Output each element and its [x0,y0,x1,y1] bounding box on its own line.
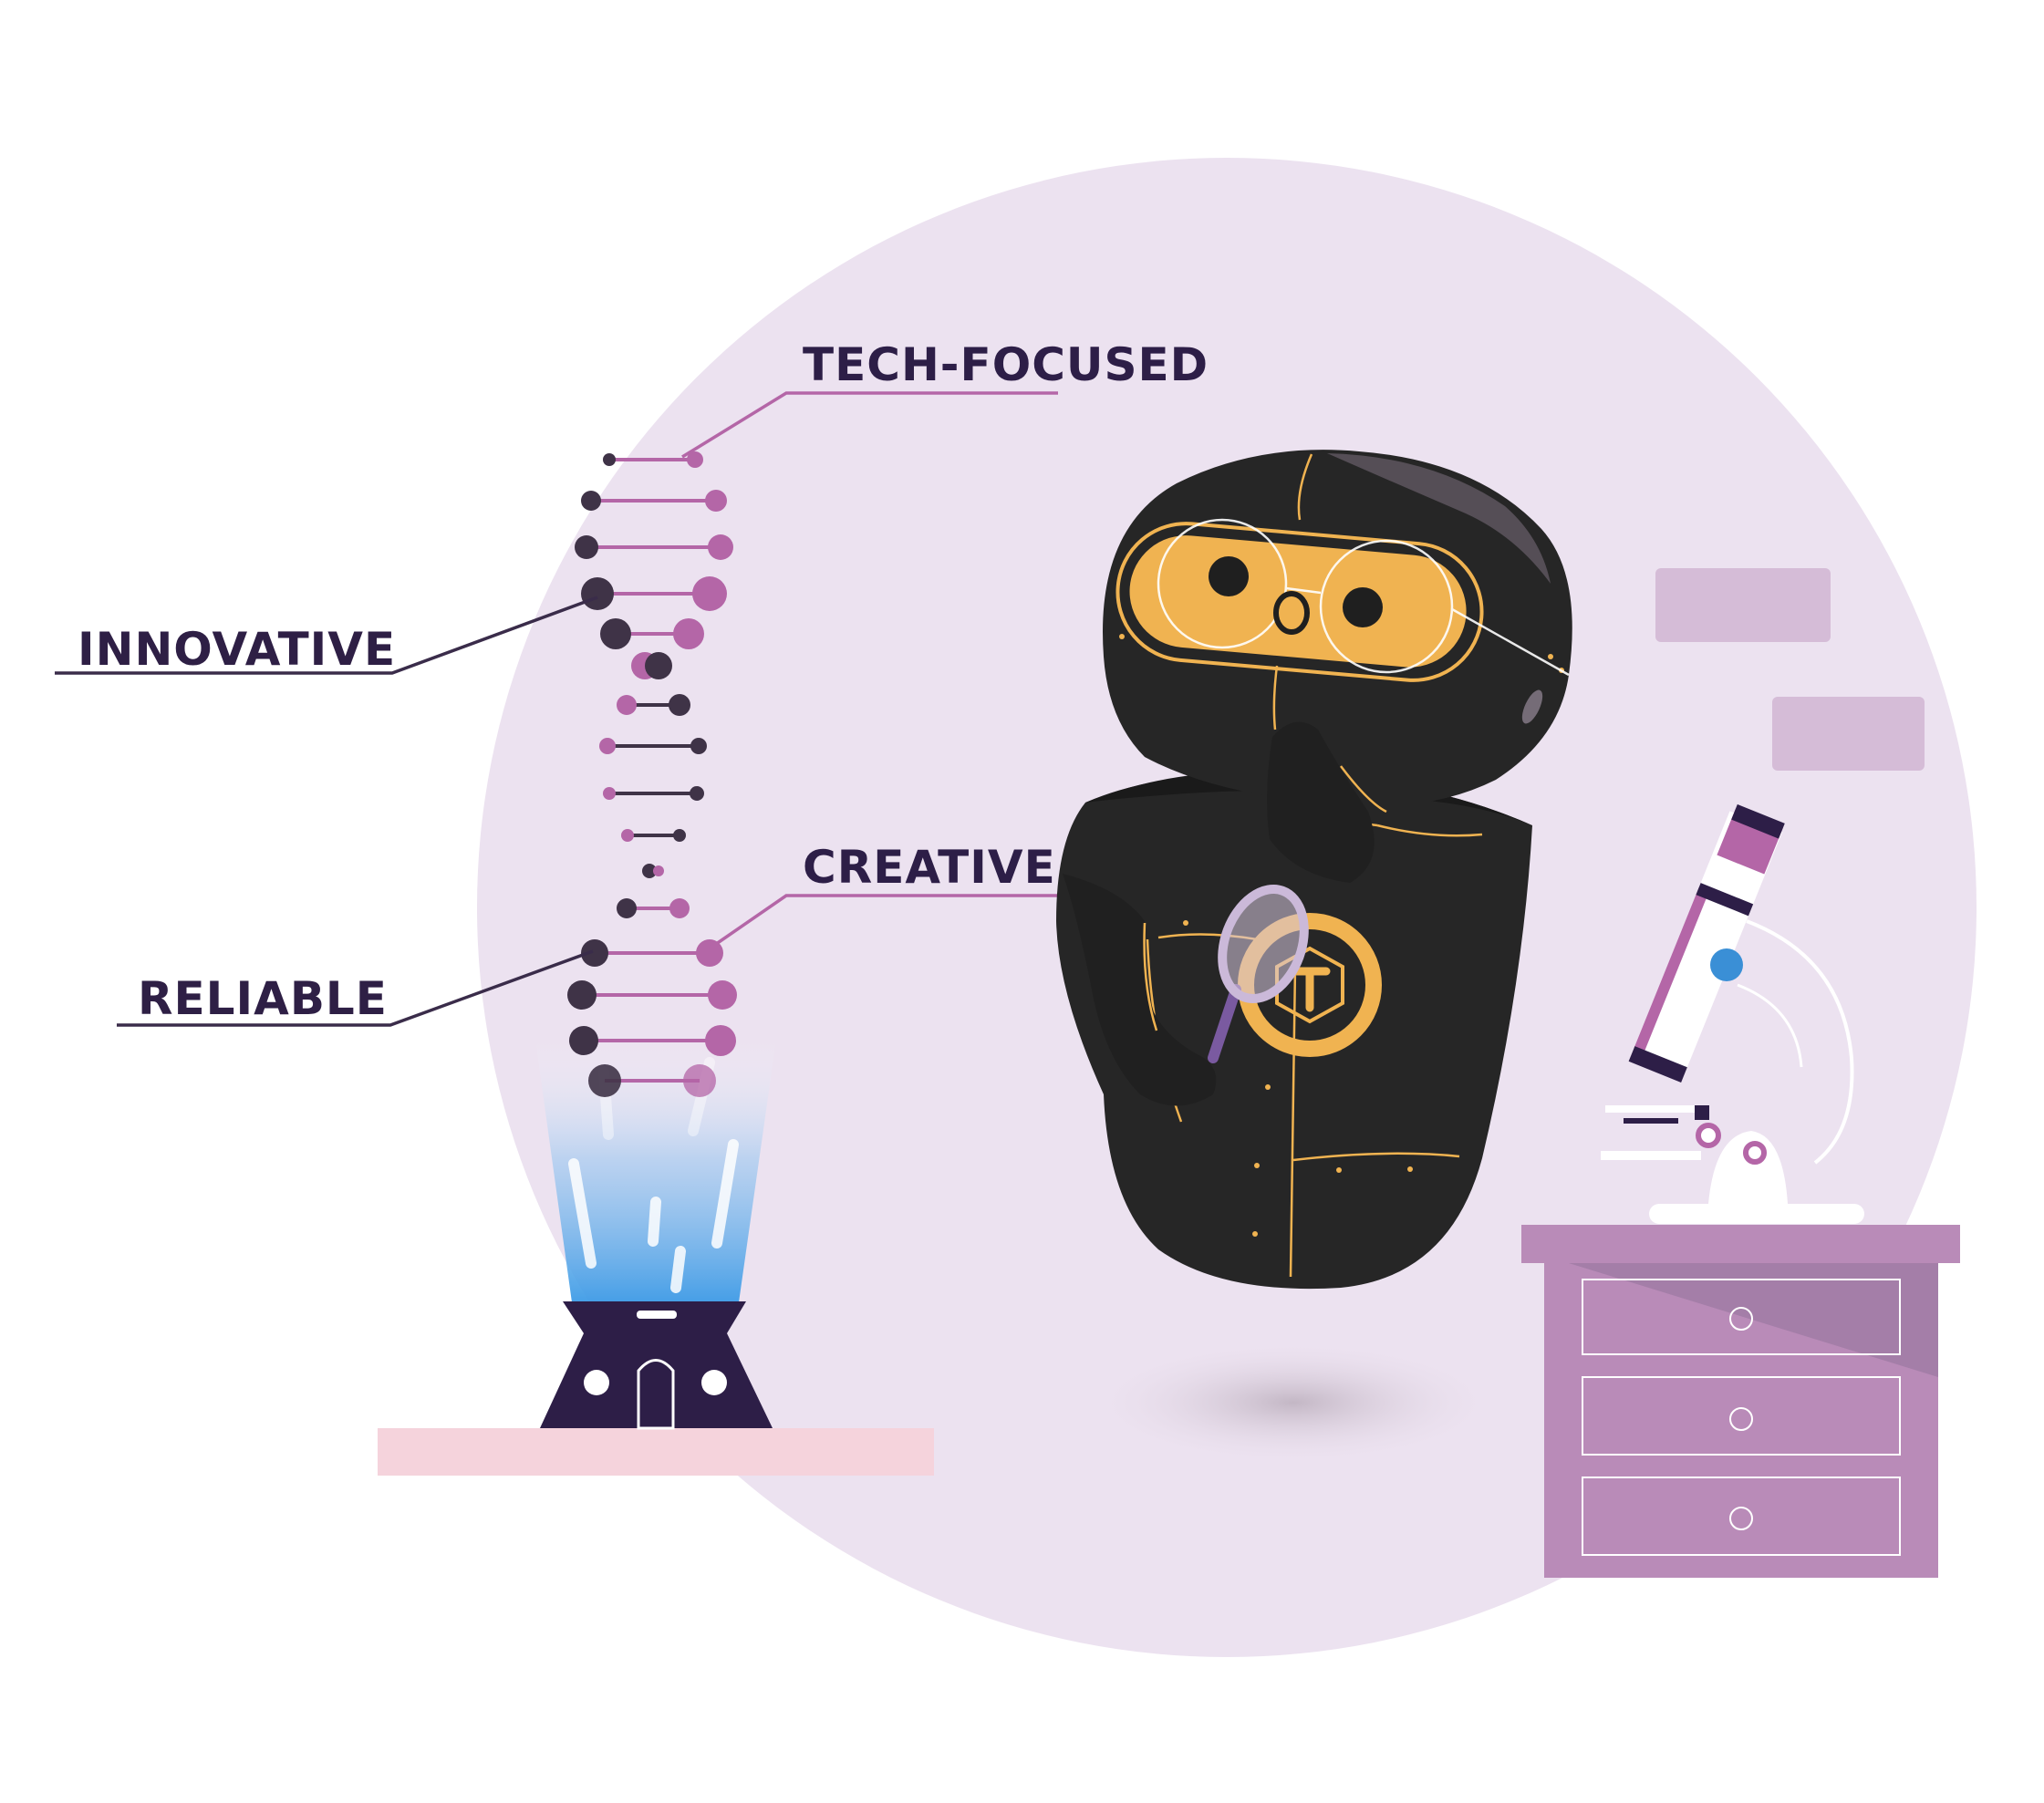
leader-line-innovative [55,596,598,675]
cabinet-top [1521,1225,1960,1263]
drawer-knob-1 [1729,1307,1753,1331]
projector-light-right [701,1370,727,1395]
dna-node-right-14 [708,980,737,1010]
microscope-stage-bar-2 [1624,1118,1678,1124]
cabinet-drawers [1582,1279,1901,1556]
dna-node-right-10 [673,829,686,842]
drawer-knob-3 [1729,1507,1753,1530]
glasses-icon [1157,518,1570,677]
dna-node-left-16 [588,1064,621,1097]
head-highlight [1327,453,1551,584]
dna-node-left-1 [603,453,616,466]
dna-node-left-8 [599,738,616,754]
dna-node-right-13 [696,939,723,967]
drawer-1 [1582,1279,1901,1355]
microscope-stage-bar-3 [1601,1151,1701,1160]
microscope-knob-blue [1710,948,1743,981]
microscope-arm [1746,919,1854,1165]
label-creative: CREATIVE [803,841,1056,894]
microscope-tube-stripe [1634,886,1709,1052]
drawer-3 [1582,1477,1901,1556]
dna-node-left-2 [581,491,601,511]
projector-slot [637,1311,677,1319]
hologram-projector-icon [535,1040,776,1430]
microscope-knob-right [1743,1141,1767,1165]
microscope-band [1696,883,1754,917]
projector-door [637,1359,675,1430]
hand-seam [1340,765,1387,813]
dna-node-left-3 [575,535,598,559]
eye-left [1209,556,1249,596]
microscope-knob-left [1696,1123,1721,1148]
dna-node-left-7 [617,695,637,715]
mouth [1273,591,1310,635]
drawer-cabinet-icon [1521,1225,1960,1578]
ninja-hand [1267,721,1375,883]
microscope-arm-inner [1737,983,1803,1068]
eye-right [1343,587,1383,627]
floor-shadow [1097,1343,1489,1462]
dna-node-right-7 [669,694,690,716]
leader-line-reliable [117,949,594,1027]
dna-node-right-8 [690,738,707,754]
dna-node-right-5 [673,618,704,649]
label-innovative: INNOVATIVE [78,623,396,676]
dna-node-left-15 [569,1026,598,1055]
dna-node-left-12 [617,898,637,918]
dna-node-left-9 [603,787,616,800]
dna-node-right-4 [692,576,727,611]
magnifying-glass-icon [1208,884,1309,1063]
microscope-base [1649,1204,1864,1224]
ninja-scientist-icon [1056,450,1572,1290]
leader-line-tech-focused [681,391,1058,459]
dna-node-left-5 [600,618,631,649]
dna-node-right-6 [645,652,672,679]
ninja-arm [1063,874,1217,1106]
projector-base [540,1333,773,1428]
ninja-collar [1085,772,1532,825]
dna-node-left-14 [567,980,597,1010]
dna-node-right-11 [653,865,664,876]
dna-node-right-2 [705,490,727,512]
dna-node-right-16 [683,1064,716,1097]
drawer-knob-2 [1729,1407,1753,1431]
wall-plaque-bottom [1772,697,1925,771]
dna-node-left-10 [621,829,634,842]
projector-light-left [584,1370,609,1395]
microscope-stage-clip [1695,1105,1709,1120]
dna-node-right-12 [669,898,690,918]
drawer-2 [1582,1376,1901,1456]
dna-node-left-11 [642,864,657,878]
microscope-icon [1601,803,1864,1224]
dna-node-right-1 [687,451,703,468]
microscope-stage-bar-1 [1605,1105,1696,1113]
microscope-tube [1630,811,1782,1078]
leader-line-creative [709,894,1058,950]
label-tech-focused: TECH-FOCUSED [803,338,1209,391]
head-shine [1521,689,1543,724]
dna-node-left-4 [581,577,614,610]
microscope-base-body [1708,1131,1788,1204]
microscope-eyepiece-cap [1731,803,1785,839]
dna-node-right-9 [690,786,704,801]
wall-plaque-top [1655,568,1831,642]
arm-seam [1143,922,1158,1031]
label-reliable: RELIABLE [138,972,388,1025]
leader-lines [55,391,1058,1027]
pink-shelf [378,1428,934,1476]
dna-node-left-13 [581,939,608,967]
dna-node-right-15 [705,1025,736,1056]
head-seams [1272,453,1313,731]
microscope-bottom [1628,1046,1687,1083]
cabinet-shade [1569,1263,1938,1377]
dna-node-right-3 [708,534,733,560]
